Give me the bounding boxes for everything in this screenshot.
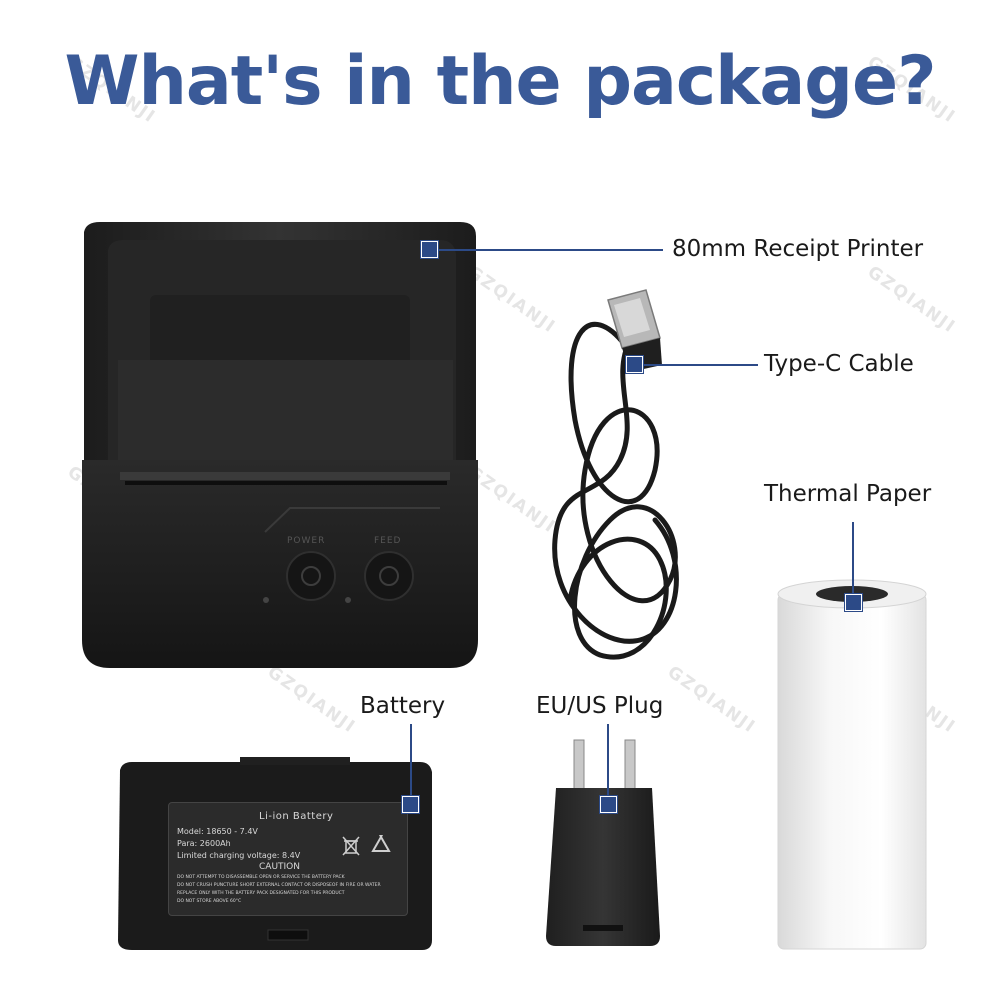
cable-marker <box>626 356 643 373</box>
power-label: POWER <box>287 536 326 546</box>
cable-label: Type-C Cable <box>764 351 914 377</box>
battery-para: Para: 2600Ah <box>177 839 231 848</box>
battery-label: Battery <box>360 693 446 719</box>
paper-leader-line <box>852 522 854 594</box>
battery-caution: CAUTION <box>259 862 300 872</box>
printer-label: 80mm Receipt Printer <box>672 236 924 262</box>
battery-warning: DO NOT STORE ABOVE 60°C <box>177 899 242 904</box>
battery-model: Model: 18650 - 7.4V <box>177 827 258 836</box>
printer-marker <box>421 241 438 258</box>
printer-leader-line <box>438 249 663 251</box>
battery-warning: DO NOT CRUSH PUNCTURE SHORT EXTERNAL CON… <box>177 883 381 888</box>
battery-sticker: Li-ion Battery Model: 18650 - 7.4V Para:… <box>168 802 408 916</box>
battery-warning: REPLACE ONLY WITH THE BATTERY PACK DESIG… <box>177 891 345 896</box>
battery-sticker-title: Li-ion Battery <box>259 811 334 822</box>
feed-label: FEED <box>374 536 402 546</box>
cable-leader-line <box>643 364 758 366</box>
plug-leader-line <box>607 724 609 796</box>
recycle-icon <box>371 834 391 852</box>
battery-limited: Limited charging voltage: 8.4V <box>177 851 301 860</box>
battery-marker <box>402 796 419 813</box>
paper-label: Thermal Paper <box>764 481 932 507</box>
no-bin-icon <box>342 836 360 856</box>
battery-leader-line <box>410 724 412 796</box>
plug-label: EU/US Plug <box>536 693 664 719</box>
battery-warning: DO NOT ATTEMPT TO DISASSEMBLE OPEN OR SE… <box>177 875 345 880</box>
plug-marker <box>600 796 617 813</box>
page-title: What's in the package? <box>64 42 936 121</box>
paper-marker <box>845 594 862 611</box>
